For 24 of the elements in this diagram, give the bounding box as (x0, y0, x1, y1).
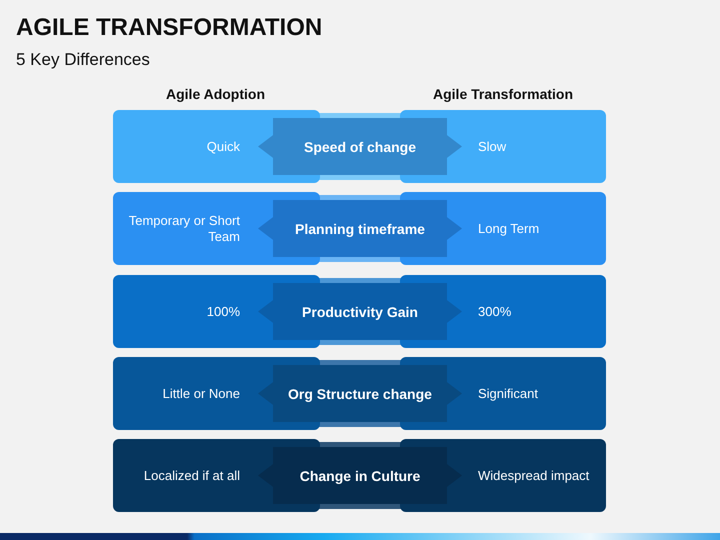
criterion-label: Speed of change (302, 138, 418, 154)
criterion-label: Productivity Gain (301, 304, 419, 320)
column-heading: Agile Adoption (166, 86, 266, 102)
double-arrow-label-shape (258, 447, 462, 504)
criterion-label: Change in Culture (298, 468, 422, 484)
comparison-value: 100% (206, 304, 240, 320)
comparison-value: 300% (478, 304, 512, 320)
comparison-value: Quick (206, 138, 240, 154)
criterion-label: Org Structure change (287, 386, 433, 402)
comparison-value: Slow (478, 138, 508, 154)
column-heading: Agile Transformation (433, 86, 574, 102)
double-arrow-label-shape (258, 200, 462, 257)
comparison-value: Long Term (478, 220, 540, 236)
double-arrow-label-shape (258, 283, 462, 340)
title: AGILE TRANSFORMATION (16, 14, 322, 42)
double-arrow-label-shape (258, 118, 462, 175)
comparison-value: Little or None (162, 386, 240, 402)
comparison-value: Significant (478, 386, 539, 402)
comparison-value: Temporary or Short Team (128, 212, 240, 244)
criterion-label: Planning timeframe (294, 220, 426, 236)
subtitle: 5 Key Differences (16, 50, 150, 70)
comparison-value: Widespread impact (478, 468, 590, 484)
comparison-value: Localized if at all (142, 468, 240, 484)
double-arrow-label-shape (258, 365, 462, 422)
